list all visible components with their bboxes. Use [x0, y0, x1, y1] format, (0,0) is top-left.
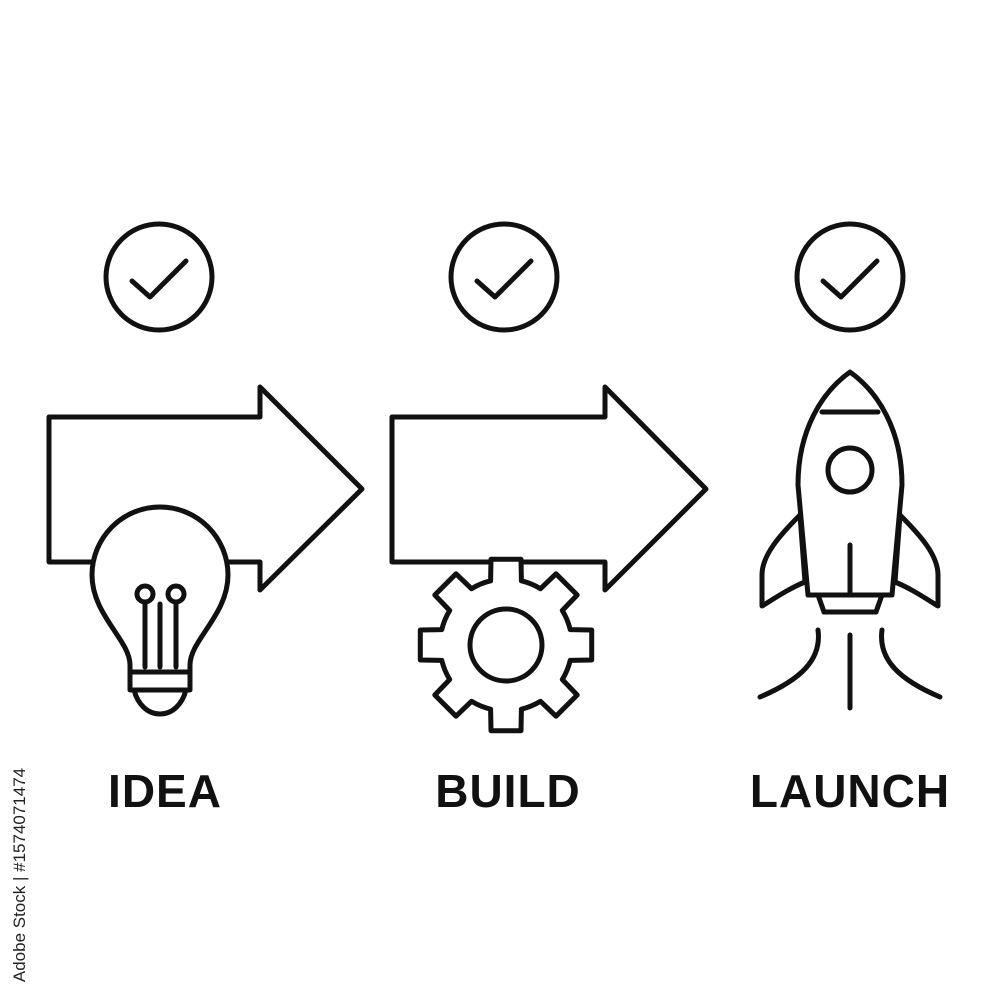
check-circle-icon	[794, 221, 906, 333]
check-circle-icon	[103, 221, 215, 333]
stock-watermark: Adobe Stock | #1574071474	[6, 760, 34, 990]
rocket-icon	[757, 369, 943, 711]
step-label-build: BUILD	[435, 765, 581, 817]
arrow-right-icon	[46, 384, 365, 593]
step-label-launch: LAUNCH	[749, 765, 951, 817]
watermark-text: Adobe Stock | #1574071474	[10, 767, 29, 983]
step-label-idea: IDEA	[108, 765, 222, 817]
check-circle-icon	[448, 221, 560, 333]
arrow-right-icon	[389, 384, 709, 593]
lightbulb-icon	[89, 504, 231, 717]
gear-icon	[417, 556, 595, 734]
